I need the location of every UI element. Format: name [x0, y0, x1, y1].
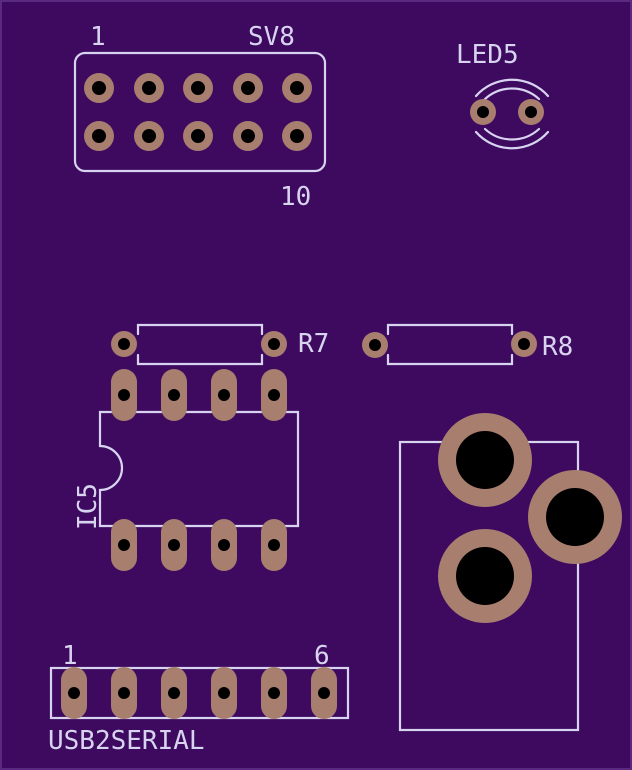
ic5-drill-1	[118, 389, 130, 401]
sv8-drill-3	[191, 81, 205, 95]
usb2serial-name-label: USB2SERIAL	[48, 726, 205, 756]
usb2serial-drill-2	[118, 687, 130, 699]
r8-outline	[386, 323, 514, 366]
ic5-outline	[98, 410, 300, 528]
sv8-pads	[84, 73, 312, 151]
usb2serial-drill-4	[218, 687, 230, 699]
ic5-name-label: IC5	[73, 483, 103, 530]
barrel-jack-drill-3	[456, 547, 514, 605]
sv8-drill-6	[92, 129, 106, 143]
ic5-drill-6	[168, 539, 180, 551]
ic5-drill-4	[268, 389, 280, 401]
barrel-jack-drill-1	[456, 431, 514, 489]
usb2serial-header: 1 6 USB2SERIAL	[48, 641, 350, 756]
sv8-header: 1 SV8 10	[73, 22, 327, 212]
led5: LED5	[456, 40, 550, 150]
r7-outline	[136, 323, 264, 366]
led5-drill-2	[525, 106, 537, 118]
sv8-pin1-label: 1	[90, 22, 106, 52]
sv8-name-label: SV8	[248, 22, 295, 52]
sv8-pin10-label: 10	[280, 182, 311, 212]
led5-outline-top	[474, 78, 550, 98]
led5-outline-top-inner	[483, 87, 541, 101]
sv8-drill-5	[290, 81, 304, 95]
led5-drill-1	[477, 106, 489, 118]
usb2serial-drill-1	[68, 687, 80, 699]
r7-resistor: R7	[111, 323, 329, 366]
barrel-jack	[398, 413, 622, 732]
r7-drill-2	[268, 338, 280, 350]
sv8-drill-10	[290, 129, 304, 143]
sv8-drill-2	[142, 81, 156, 95]
sv8-drill-4	[241, 81, 255, 95]
r8-name-label: R8	[542, 332, 573, 362]
ic5-drill-8	[268, 539, 280, 551]
led5-outline-bottom-inner	[483, 127, 541, 141]
usb2serial-outline	[49, 666, 350, 720]
sv8-drill-8	[191, 129, 205, 143]
ic5-chip: IC5	[73, 369, 300, 571]
ic5-drill-3	[218, 389, 230, 401]
sv8-drill-1	[92, 81, 106, 95]
usb2serial-drill-3	[168, 687, 180, 699]
sv8-outline	[73, 51, 327, 173]
ic5-drill-2	[168, 389, 180, 401]
ic5-drill-7	[218, 539, 230, 551]
ic5-pads	[111, 369, 287, 571]
sv8-drill-7	[142, 129, 156, 143]
usb2serial-pads	[61, 667, 337, 719]
usb2serial-drill-6	[318, 687, 330, 699]
r8-drill-2	[518, 338, 530, 350]
sv8-drill-9	[241, 129, 255, 143]
usb2serial-drill-5	[268, 687, 280, 699]
usb2serial-pin6-label: 6	[314, 641, 330, 671]
led5-name-label: LED5	[456, 40, 519, 70]
r7-drill-1	[118, 338, 130, 350]
r7-name-label: R7	[298, 329, 329, 359]
barrel-jack-drill-2	[546, 488, 604, 546]
r8-drill-1	[369, 339, 381, 351]
ic5-drill-5	[118, 539, 130, 551]
r8-resistor: R8	[362, 323, 573, 366]
led5-outline-bottom	[474, 130, 550, 150]
usb2serial-pin1-label: 1	[62, 641, 78, 671]
